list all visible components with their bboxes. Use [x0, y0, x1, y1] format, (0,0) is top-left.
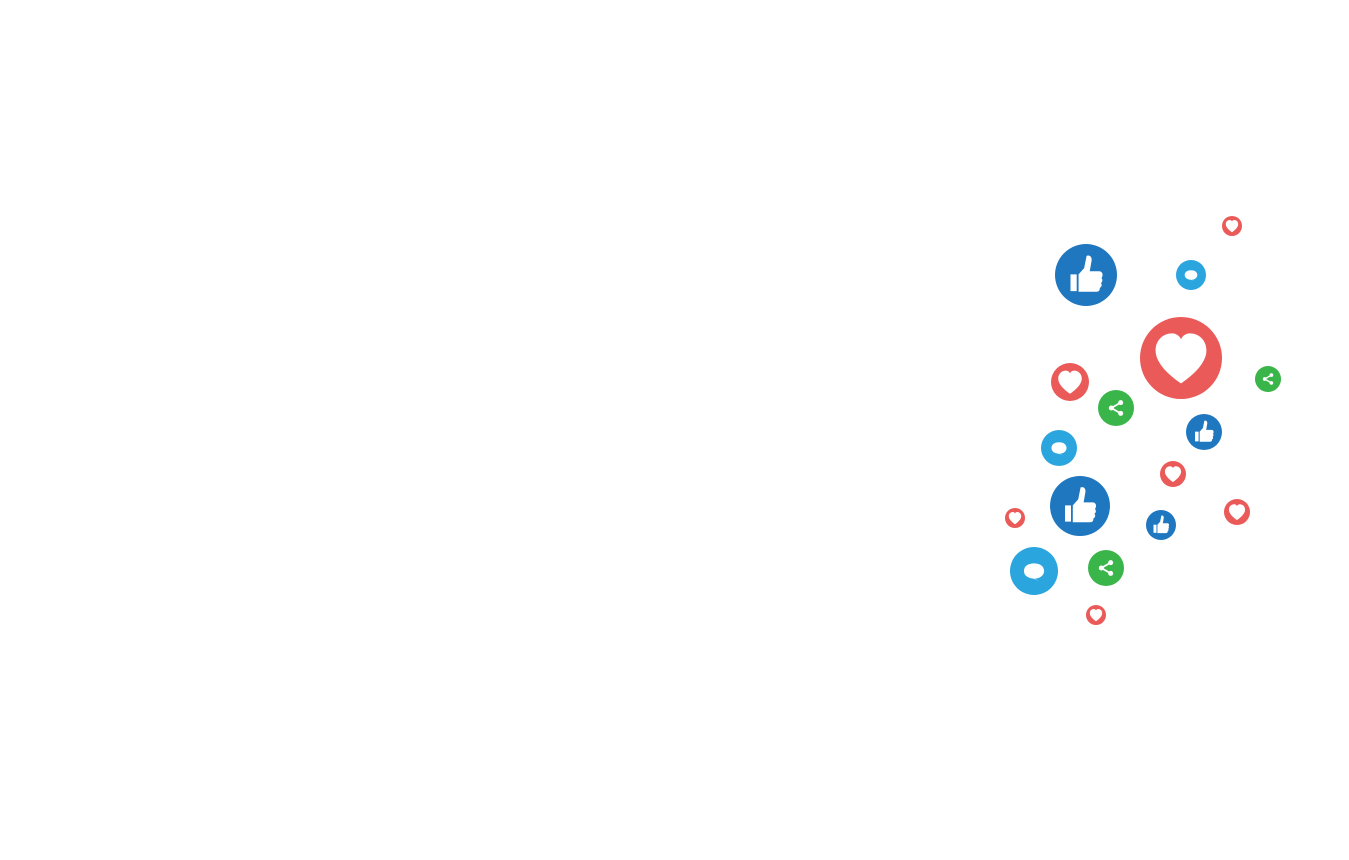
comment-icon	[1184, 270, 1198, 282]
heart-icon	[1008, 512, 1022, 525]
like-reaction-bubble	[1055, 244, 1117, 306]
like-reaction-bubble	[1146, 510, 1176, 540]
love-reaction-bubble	[1086, 605, 1106, 625]
heart-icon	[1164, 466, 1182, 483]
share-reaction-bubble	[1088, 550, 1124, 586]
love-reaction-bubble	[1140, 317, 1222, 399]
heart-icon	[1225, 220, 1239, 233]
thumbs-up-icon	[1153, 515, 1170, 534]
love-reaction-bubble	[1224, 499, 1250, 525]
thumbs-up-icon	[1065, 487, 1097, 523]
like-reaction-bubble	[1050, 476, 1110, 536]
love-reaction-bubble	[1005, 508, 1025, 528]
share-reaction-bubble	[1255, 366, 1281, 392]
heart-icon	[1089, 609, 1103, 622]
love-reaction-bubble	[1222, 216, 1242, 236]
heart-icon	[1228, 504, 1246, 521]
share-icon	[1262, 373, 1274, 385]
share-reaction-bubble	[1098, 390, 1134, 426]
comment-reaction-bubble	[1010, 547, 1058, 595]
share-icon	[1098, 560, 1114, 576]
thumbs-up-icon	[1070, 255, 1103, 292]
comment-icon	[1051, 442, 1067, 456]
love-reaction-bubble	[1051, 363, 1089, 401]
thumbs-up-icon	[1195, 420, 1214, 442]
like-reaction-bubble	[1186, 414, 1222, 450]
share-icon	[1108, 400, 1124, 416]
comment-reaction-bubble	[1041, 430, 1077, 466]
love-reaction-bubble	[1160, 461, 1186, 487]
comment-reaction-bubble	[1176, 260, 1206, 290]
heart-icon	[1058, 370, 1082, 394]
comment-icon	[1023, 563, 1045, 582]
heart-icon	[1155, 333, 1207, 384]
